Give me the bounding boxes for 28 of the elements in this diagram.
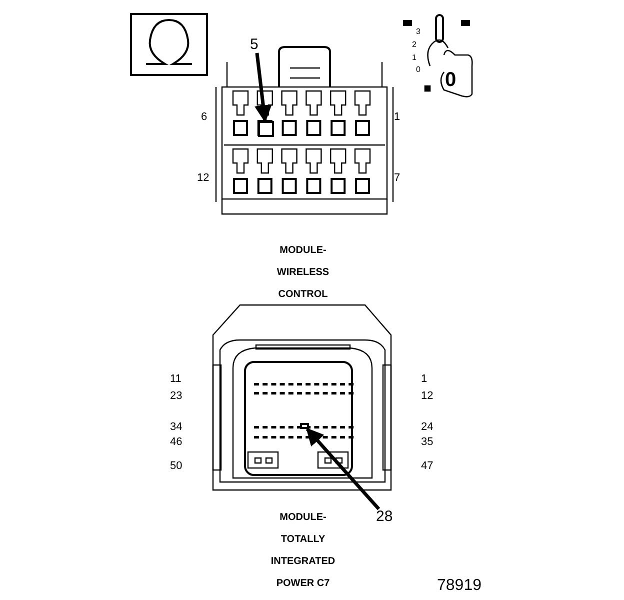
pin-cavity bbox=[300, 423, 309, 429]
pin-number: 12 bbox=[197, 173, 210, 184]
pin-number: 6 bbox=[201, 112, 208, 123]
pin-number: 7 bbox=[394, 173, 400, 184]
pin-number: 47 bbox=[421, 461, 434, 472]
leader-arrow bbox=[254, 52, 272, 123]
pin-number: 3 bbox=[416, 28, 420, 36]
pin-number: 78919 bbox=[437, 578, 482, 594]
pin-number: 1 bbox=[412, 54, 416, 62]
pin-number: 50 bbox=[170, 461, 182, 472]
pin-number: 1 bbox=[421, 374, 428, 385]
key-position-label: 0 bbox=[445, 70, 456, 90]
pin-number: 46 bbox=[170, 437, 182, 448]
pin-number: 24 bbox=[421, 422, 434, 433]
callout-number: 28 bbox=[376, 509, 393, 524]
callout-number: 5 bbox=[250, 37, 258, 52]
connector-title: MODULE- WIRELESS CONTROL bbox=[276, 244, 330, 302]
pin-number: 0 bbox=[416, 66, 420, 74]
connector-title: MODULE- TOTALLY INTEGRATED POWER C7 bbox=[270, 511, 336, 591]
pin-number: 11 bbox=[170, 374, 182, 385]
pin-number: 2 bbox=[412, 41, 416, 49]
pin-number: 23 bbox=[170, 391, 182, 402]
leader-arrow bbox=[306, 428, 380, 510]
pin-number: 35 bbox=[421, 437, 434, 448]
pin-number: 12 bbox=[421, 391, 434, 402]
pin-number: 1 bbox=[394, 112, 400, 123]
pin-cavity bbox=[258, 121, 274, 137]
pin-number: 34 bbox=[170, 422, 182, 433]
